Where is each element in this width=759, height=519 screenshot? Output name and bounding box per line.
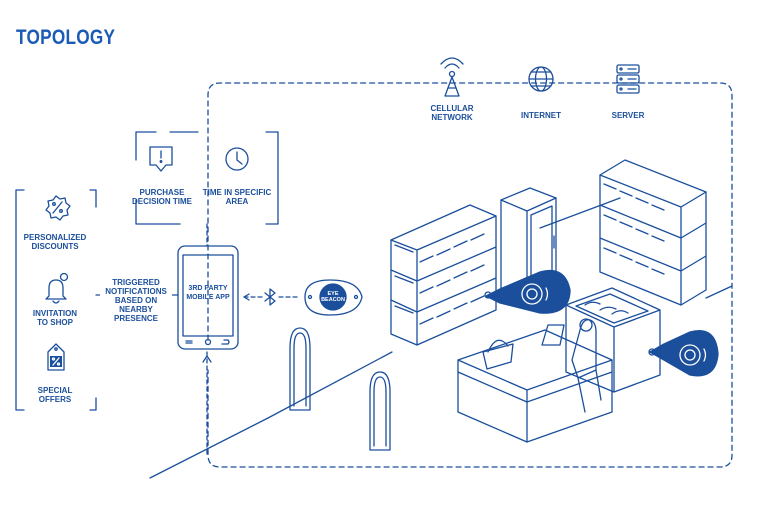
- wall-line: [705, 285, 733, 299]
- label-eye-beacon: EYE BEACON: [321, 291, 345, 303]
- page-title: TOPOLOGY: [16, 26, 116, 49]
- store-shelf-left: [390, 204, 497, 346]
- store-boundary: [207, 82, 733, 468]
- globe-icon: [528, 66, 554, 92]
- checkout-counter: [457, 329, 613, 443]
- alert-icon: [149, 146, 173, 172]
- bluetooth-icon: [264, 288, 276, 306]
- store-shelf-right: [599, 159, 707, 306]
- beacon-bubble-fridge: [484, 269, 571, 314]
- floor-line: [267, 351, 393, 419]
- security-gate: [369, 371, 391, 451]
- label-mobile-app: 3RD PARTY MOBILE APP: [186, 285, 230, 301]
- label-server: SERVER: [611, 111, 645, 120]
- label-purchase-decision-time: PURCHASE DECISION TIME: [132, 188, 193, 206]
- bell-icon: [45, 272, 69, 304]
- phone: [177, 245, 239, 350]
- label-personalized-discounts: PERSONALIZED DISCOUNTS: [23, 233, 87, 251]
- clock-icon: [225, 147, 249, 171]
- percent-badge-icon: [45, 195, 71, 221]
- features-bracket: [15, 189, 97, 411]
- floor-line: [149, 417, 269, 479]
- label-invitation-to-shop: INVITATION TO SHOP: [32, 309, 78, 327]
- tag-icon: [47, 343, 65, 371]
- beacon-bubble-freezer: [648, 330, 719, 377]
- security-gate: [289, 327, 311, 411]
- store-freezer: [565, 287, 661, 393]
- cashier: [541, 318, 602, 413]
- server-icon: [616, 64, 640, 94]
- label-internet: INTERNET: [521, 111, 561, 120]
- label-special-offers: SPECIAL OFFERS: [37, 386, 73, 404]
- label-cellular-network: CELLULAR NETWORK: [430, 104, 474, 122]
- analytics-bracket: [135, 131, 279, 225]
- shopping-basket: [482, 339, 514, 370]
- label-time-in-specific-area: TIME IN SPECIFIC AREA: [202, 188, 272, 206]
- label-triggered-notifications: TRIGGERED NOTIFICATIONS BASED ON NEARBY …: [100, 278, 172, 323]
- antenna-icon: [440, 57, 464, 97]
- eye-beacon: [304, 279, 363, 316]
- wall-line: [539, 197, 621, 229]
